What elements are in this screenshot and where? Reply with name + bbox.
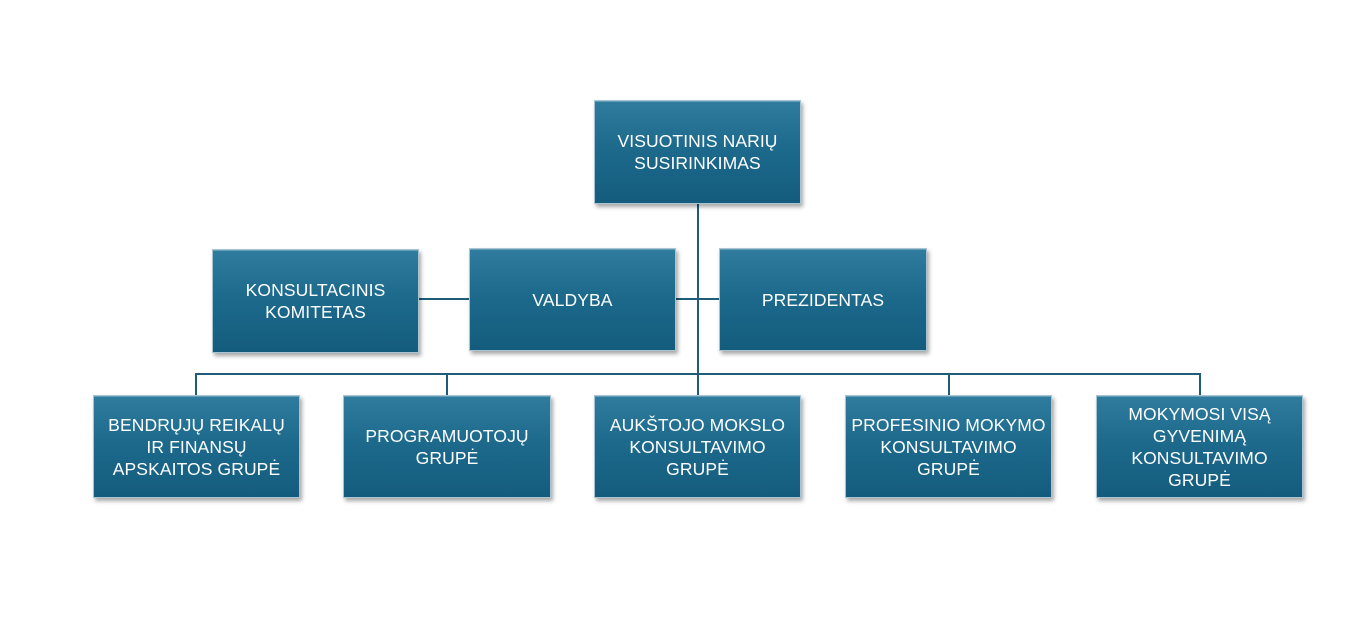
node-bendruju-reikalu-grupe: BENDRŲJŲ REIKALŲ IR FINANSŲ APSKAITOS GR…	[93, 395, 300, 498]
connector-drop-2	[446, 373, 448, 396]
node-label: PROFESINIO MOKYMO KONSULTAVIMO GRUPĖ	[851, 414, 1046, 479]
node-label: KONSULTACINIS KOMITETAS	[245, 280, 386, 322]
node-mokymosi-visa-gyvenima-grupe: MOKYMOSI VISĄ GYVENIMĄ KONSULTAVIMO GRUP…	[1096, 395, 1303, 498]
node-programuotoju-grupe: PROGRAMUOTOJŲ GRUPĖ	[343, 395, 551, 498]
connector-valdyba-prezidentas	[675, 298, 719, 300]
node-valdyba: VALDYBA	[469, 248, 676, 351]
connector-drop-1	[195, 373, 197, 396]
node-konsultacinis-komitetas: KONSULTACINIS KOMITETAS	[212, 249, 419, 353]
node-label: MOKYMOSI VISĄ GYVENIMĄ KONSULTAVIMO GRUP…	[1128, 403, 1271, 490]
node-aukstojo-mokslo-grupe: AUKŠTOJO MOKSLO KONSULTAVIMO GRUPĖ	[594, 395, 801, 498]
connector-drop-3	[697, 373, 699, 396]
node-label: PREZIDENTAS	[761, 289, 885, 310]
node-prezidentas: PREZIDENTAS	[719, 248, 927, 351]
connector-komitetas-valdyba	[418, 298, 469, 300]
connector-drop-4	[948, 373, 950, 396]
connector-drop-5	[1199, 373, 1201, 396]
node-profesinio-mokymo-grupe: PROFESINIO MOKYMO KONSULTAVIMO GRUPĖ	[845, 395, 1052, 498]
node-visuotinis-nariu-susirinkimas: VISUOTINIS NARIŲ SUSIRINKIMAS	[594, 100, 801, 204]
connector-top-trunk	[697, 204, 699, 375]
node-label: VISUOTINIS NARIŲ SUSIRINKIMAS	[617, 131, 778, 173]
node-label: BENDRŲJŲ REIKALŲ IR FINANSŲ APSKAITOS GR…	[108, 414, 285, 479]
node-label: AUKŠTOJO MOKSLO KONSULTAVIMO GRUPĖ	[609, 414, 786, 479]
node-label: VALDYBA	[532, 289, 613, 310]
node-label: PROGRAMUOTOJŲ GRUPĖ	[365, 425, 529, 468]
